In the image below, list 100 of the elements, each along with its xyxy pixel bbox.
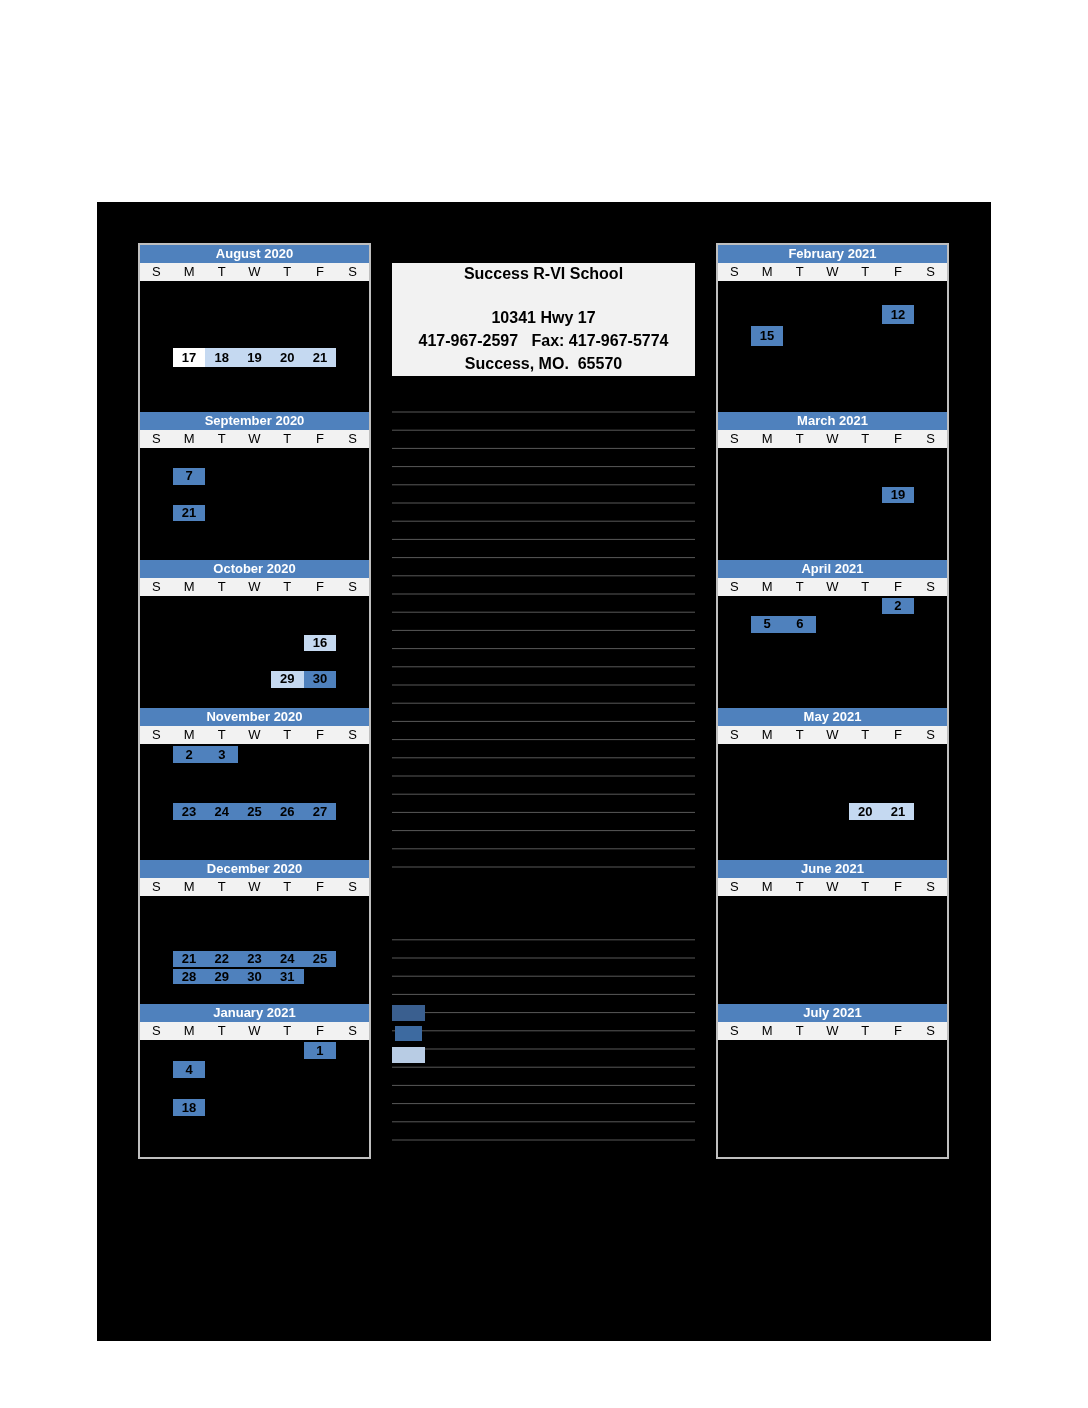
weekday-label: S xyxy=(151,726,162,744)
weekday-label: T xyxy=(860,1022,871,1040)
weekday-label: W xyxy=(825,878,840,896)
color-swatch xyxy=(392,1047,425,1063)
weekday-label: F xyxy=(314,430,325,448)
weekday-label: M xyxy=(760,878,774,896)
weekday-label: S xyxy=(925,263,936,281)
highlighted-date: 29 xyxy=(205,968,239,985)
highlighted-date: 4 xyxy=(172,1061,206,1078)
weekday-label: F xyxy=(892,1022,903,1040)
month-title: February 2021 xyxy=(718,245,947,263)
highlighted-date: 21 xyxy=(881,803,915,820)
color-swatch xyxy=(392,1005,425,1021)
weekday-label: W xyxy=(825,430,840,448)
weekday-label: S xyxy=(925,726,936,744)
weekday-label: S xyxy=(151,263,162,281)
weekday-label: F xyxy=(314,726,325,744)
highlighted-date: 20 xyxy=(270,347,304,367)
weekday-label: T xyxy=(794,726,805,744)
weekday-label: S xyxy=(347,430,358,448)
weekday-label: W xyxy=(825,726,840,744)
highlighted-date: 25 xyxy=(238,803,271,820)
weekday-label: M xyxy=(760,430,774,448)
weekday-label: T xyxy=(216,878,227,896)
weekday-label: F xyxy=(314,878,325,896)
highlighted-date: 21 xyxy=(303,347,337,367)
weekday-label: T xyxy=(216,726,227,744)
month-title: June 2021 xyxy=(718,860,947,878)
weekday-label: S xyxy=(729,878,740,896)
weekday-label: W xyxy=(247,1022,262,1040)
weekday-label: T xyxy=(860,726,871,744)
highlighted-date: 5 xyxy=(750,616,784,633)
highlighted-date: 21 xyxy=(172,951,206,967)
contact-line: 417-967-2597 Fax: 417-967-5774 xyxy=(417,332,670,350)
weekday-label: T xyxy=(282,726,293,744)
weekday-label: T xyxy=(794,263,805,281)
weekday-label: F xyxy=(892,430,903,448)
weekday-label: F xyxy=(892,726,903,744)
weekday-label: F xyxy=(314,1022,325,1040)
weekday-label: T xyxy=(860,578,871,596)
highlighted-date: 23 xyxy=(172,803,206,820)
weekday-label: M xyxy=(760,263,774,281)
weekday-label: W xyxy=(247,578,262,596)
weekday-label: S xyxy=(729,263,740,281)
highlighted-date: 1 xyxy=(303,1042,337,1059)
weekday-label: F xyxy=(314,263,325,281)
weekday-label: T xyxy=(282,263,293,281)
highlighted-date: 24 xyxy=(270,951,304,967)
weekday-label: F xyxy=(314,578,325,596)
highlighted-date: 31 xyxy=(270,968,304,985)
month-title: July 2021 xyxy=(718,1004,947,1022)
highlighted-date: 22 xyxy=(205,951,239,967)
weekday-label: W xyxy=(247,878,262,896)
weekday-label: W xyxy=(825,578,840,596)
weekday-label: S xyxy=(729,726,740,744)
weekday-label: S xyxy=(151,430,162,448)
weekday-label: M xyxy=(760,578,774,596)
weekday-label: S xyxy=(347,578,358,596)
weekday-label: M xyxy=(182,430,196,448)
weekday-label: T xyxy=(860,878,871,896)
highlighted-date: 2 xyxy=(172,746,206,763)
highlighted-date: 25 xyxy=(303,951,337,967)
highlighted-date: 16 xyxy=(303,634,337,651)
highlighted-date: 18 xyxy=(205,347,239,367)
weekday-label: T xyxy=(282,430,293,448)
weekday-label: W xyxy=(247,430,262,448)
weekday-label: S xyxy=(729,578,740,596)
weekday-label: M xyxy=(760,1022,774,1040)
weekday-label: W xyxy=(247,263,262,281)
weekday-label: M xyxy=(182,1022,196,1040)
weekday-label: W xyxy=(825,1022,840,1040)
highlighted-date: 28 xyxy=(172,968,206,985)
month-title: January 2021 xyxy=(140,1004,369,1022)
highlighted-date: 21 xyxy=(172,505,206,522)
highlighted-date: 30 xyxy=(303,671,337,688)
weekday-label: T xyxy=(216,263,227,281)
month-title: April 2021 xyxy=(718,560,947,578)
weekday-label: T xyxy=(860,263,871,281)
highlighted-date: 23 xyxy=(238,951,271,967)
contact-line: Success, MO. 65570 xyxy=(463,355,624,373)
weekday-label: S xyxy=(151,578,162,596)
highlighted-date: 15 xyxy=(750,326,784,346)
weekday-label: T xyxy=(794,1022,805,1040)
highlighted-date: 3 xyxy=(205,746,239,763)
highlighted-date: 7 xyxy=(172,468,206,485)
month-title: September 2020 xyxy=(140,412,369,430)
highlighted-date: 30 xyxy=(238,968,271,985)
highlighted-date: 20 xyxy=(848,803,882,820)
month-title: March 2021 xyxy=(718,412,947,430)
month-title: November 2020 xyxy=(140,708,369,726)
highlighted-date: 17 xyxy=(172,347,206,367)
weekday-label: S xyxy=(925,578,936,596)
weekday-label: T xyxy=(860,430,871,448)
weekday-label: S xyxy=(347,263,358,281)
weekday-label: F xyxy=(892,578,903,596)
weekday-label: M xyxy=(760,726,774,744)
highlighted-date: 2 xyxy=(881,598,915,615)
weekday-label: S xyxy=(925,878,936,896)
highlighted-date: 6 xyxy=(783,616,817,633)
weekday-label: S xyxy=(729,1022,740,1040)
